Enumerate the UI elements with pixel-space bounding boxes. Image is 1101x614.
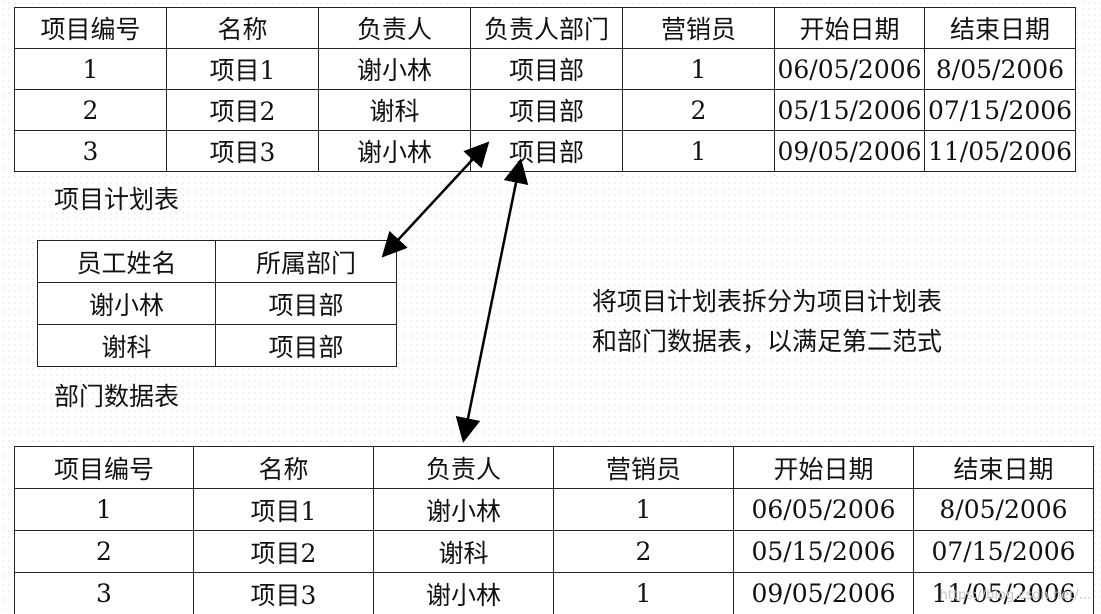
watermark-text: https://blog.csdn.net/... <box>940 588 1091 603</box>
double-arrow-to-result-table <box>464 163 520 438</box>
double-arrow-to-department-table <box>385 145 486 254</box>
